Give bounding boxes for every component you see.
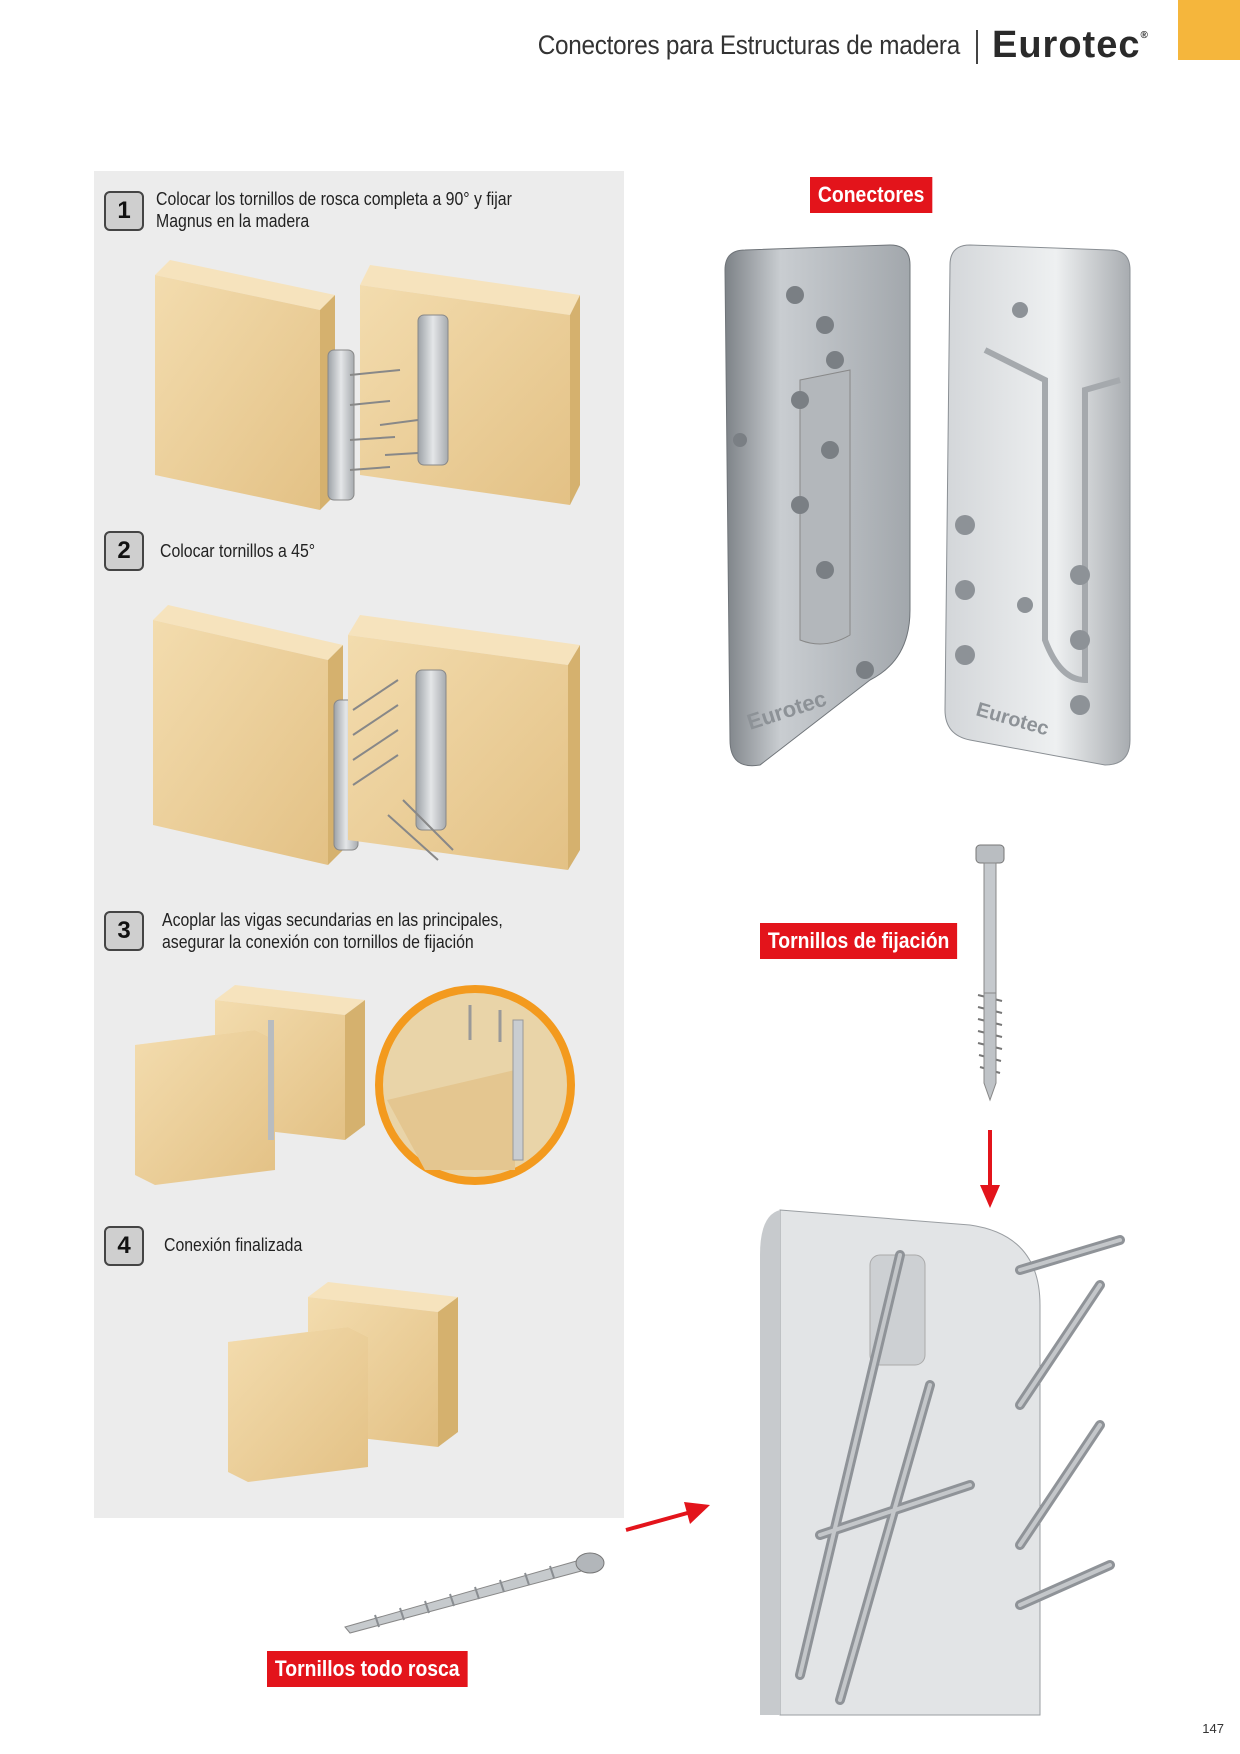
step-1-text: Colocar los tornillos de rosca completa … <box>156 189 512 231</box>
step-2-text: Colocar tornillos a 45° <box>160 541 316 561</box>
step-1-illustration <box>155 260 580 510</box>
brand-logo: Eurotec® <box>992 24 1149 67</box>
full-thread-screw-illustration <box>344 1552 605 1634</box>
step-3-text: Acoplar las vigas secundarias en las pri… <box>162 910 503 952</box>
arrow-right-icon <box>625 1502 710 1532</box>
step-4-number: 4 <box>104 1226 144 1266</box>
page-number: 147 <box>1202 1721 1224 1736</box>
step-3-number: 3 <box>104 911 144 951</box>
fixing-screw-illustration <box>975 844 1005 1102</box>
step-3-illustration <box>135 985 575 1185</box>
logo-text: Eurotec <box>992 24 1141 66</box>
step-2-number: 2 <box>104 531 144 571</box>
registered-mark: ® <box>1140 30 1149 41</box>
assembled-connector-illustration <box>760 1209 1125 1716</box>
header-separator <box>976 30 978 64</box>
label-fixing-screws: Tornillos de fijación <box>760 923 958 959</box>
step-1-number: 1 <box>104 191 144 231</box>
step-2-illustration <box>153 605 580 870</box>
page-title: Conectores para Estructuras de madera <box>537 30 960 60</box>
section-tab <box>1178 0 1240 60</box>
step-4-illustration <box>228 1282 458 1482</box>
arrow-down-icon <box>980 1130 1000 1208</box>
step-4-text: Conexión finalizada <box>164 1235 303 1255</box>
label-full-thread-screws: Tornillos todo rosca <box>267 1651 468 1687</box>
label-connectors: Conectores <box>810 177 933 213</box>
connector-plates-illustration: Eurotec Eurotec <box>724 244 1131 767</box>
